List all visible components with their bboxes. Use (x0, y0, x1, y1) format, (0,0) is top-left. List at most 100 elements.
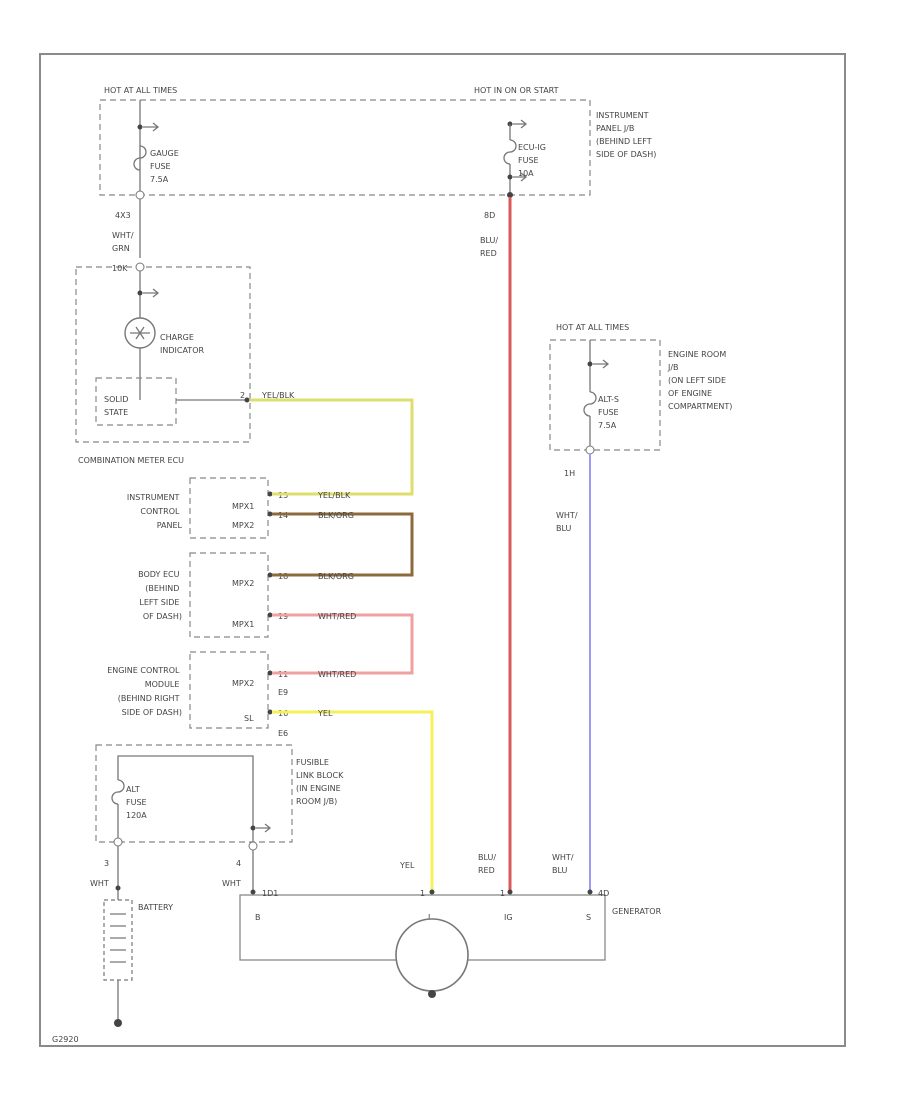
gauge-fuse-label: GAUGE FUSE 7.5A (150, 149, 181, 184)
continue-arrow-icon (143, 122, 160, 132)
junction-dot (587, 361, 593, 367)
yel-blk-wire (250, 398, 414, 496)
connector-pin (244, 397, 250, 403)
combination-meter-box (75, 266, 251, 443)
yel-wire (272, 710, 434, 892)
figure-id: G2920 (52, 1035, 79, 1044)
junction-dot (115, 885, 121, 891)
engine-control-module-box (189, 651, 269, 729)
blk-org-wire-label-1: BLK/ORG (318, 511, 354, 520)
continue-arrow-icon (593, 359, 610, 369)
body-mpx1-label: MPX2 (232, 579, 254, 588)
connector-pin (135, 262, 145, 272)
gen-b-connector-label: 1D1 (262, 889, 278, 898)
fusible-link-block-box (95, 744, 293, 843)
junction-dot (137, 290, 143, 296)
yel-blk-wire-label-1: YEL/BLK (261, 391, 295, 400)
ecu-ig-fuse-label: ECU-IG FUSE (518, 143, 549, 165)
solid-state-label: SOLID STATE (104, 395, 131, 417)
hot-at-all-times-right-label: HOT AT ALL TIMES (556, 323, 629, 332)
battery-label: BATTERY (138, 903, 173, 912)
fusible-link-bus-wire (117, 755, 254, 842)
body-ecu-box (189, 552, 269, 638)
instrument-panel-jb-label: INSTRUMENT PANEL J/B (BEHIND LEFT SIDE O… (596, 111, 656, 159)
ground-icon (428, 990, 436, 998)
connector-pin (267, 572, 273, 578)
connector-pin (429, 889, 435, 895)
ecm-mpx-label: MPX2 (232, 679, 254, 688)
ecu-ig-fuse-symbol (503, 139, 517, 165)
ecm-conn1-label: E9 (278, 688, 288, 697)
ecm-sl-label: SL (244, 714, 254, 723)
continue-arrow-icon (513, 172, 528, 182)
junction-dot (137, 124, 143, 130)
connector-pin (267, 511, 273, 517)
gen-ig-terminal-label: IG (504, 913, 513, 922)
solid-state-box (95, 377, 177, 426)
diagram-frame (39, 53, 846, 1047)
wht-blu-bottom-wire-label: WHT/ BLU (552, 853, 576, 875)
ecm-conn2-label: E6 (278, 729, 288, 738)
alt-fuse-label: ALT FUSE 120A (126, 785, 149, 820)
icp-mpx1-label: MPX1 (232, 502, 254, 511)
gen-l-terminal-label: L (428, 913, 433, 922)
connector-pin (587, 889, 593, 895)
connector-pin (267, 670, 273, 676)
continue-arrow-icon (143, 288, 160, 298)
generator-icon (395, 918, 469, 992)
instrument-control-panel-box (189, 477, 269, 539)
continue-arrow-icon (513, 119, 528, 129)
wht-red-wire-label-2: WHT/RED (318, 670, 356, 679)
engine-control-module-label: ENGINE CONTROL MODULE (BEHIND RIGHT SIDE… (107, 666, 182, 717)
fusible-link-block-label: FUSIBLE LINK BLOCK (IN ENGINE ROOM J/B) (296, 758, 346, 806)
wht-blu-top-wire-label: WHT/ BLU (556, 511, 580, 533)
wht-grn-wire-label: WHT/ GRN (112, 231, 136, 253)
blu-red-bottom-wire-label: BLU/ RED (478, 853, 499, 875)
blk-org-wire-label-2: BLK/ORG (318, 572, 354, 581)
body-ecu-label: BODY ECU (BEHIND LEFT SIDE OF DASH) (138, 570, 182, 621)
continue-arrow-icon (256, 823, 272, 833)
connector-pin (135, 190, 145, 200)
alt-fuse-symbol (111, 779, 125, 805)
gen-l-connector-label: 1 (420, 889, 425, 898)
connector-pin (267, 491, 273, 497)
engine-room-jb-box (549, 339, 661, 451)
connector-pin (267, 709, 273, 715)
connector-pin (248, 841, 258, 851)
gen-s-terminal-label: S (586, 913, 591, 922)
yel-blk-wire-label-2: YEL/BLK (317, 491, 351, 500)
instrument-control-panel-label: INSTRUMENT CONTROL PANEL (127, 493, 183, 530)
icp-mpx2-label: MPX2 (232, 521, 254, 530)
body-mpx2-label: MPX1 (232, 620, 254, 629)
wht-red-wire (272, 613, 414, 675)
battery-cells (110, 913, 126, 963)
gen-s-connector-label: 4D (598, 889, 609, 898)
connector-pin (267, 612, 273, 618)
gauge-connector-label: 4X3 (115, 211, 131, 220)
alt-s-fuse-symbol (583, 391, 597, 417)
connector-pin (507, 192, 513, 198)
blk-org-wire (272, 512, 414, 577)
connector-pin (113, 837, 123, 847)
solid-state-pin-label: 2 (240, 391, 245, 400)
ground-icon (114, 1019, 122, 1027)
alt-pin-label: 3 (104, 859, 109, 868)
junction-dot (507, 174, 513, 180)
junction-dot (250, 825, 256, 831)
combination-meter-label: COMBINATION METER ECU (78, 456, 184, 465)
connector-pin (250, 889, 256, 895)
ecu-ig-connector-label: 8D (484, 211, 495, 220)
wht-battery-wire-label: WHT (90, 879, 109, 888)
link-pin-label: 4 (236, 859, 241, 868)
engine-room-jb-label: ENGINE ROOM J/B (ON LEFT SIDE OF ENGINE … (667, 350, 732, 411)
wht-link-wire-label: WHT (222, 879, 241, 888)
gen-b-terminal-label: B (255, 913, 261, 922)
blu-red-top-wire-label: BLU/ RED (480, 236, 501, 258)
gen-ig-connector-label: 1 (500, 889, 505, 898)
generator-label: GENERATOR (612, 907, 662, 916)
wht-red-wire-label-1: WHT/RED (318, 612, 356, 621)
gauge-fuse-symbol (133, 145, 147, 171)
alt-s-connector-label: 1H (564, 469, 575, 478)
connector-pin (507, 889, 513, 895)
